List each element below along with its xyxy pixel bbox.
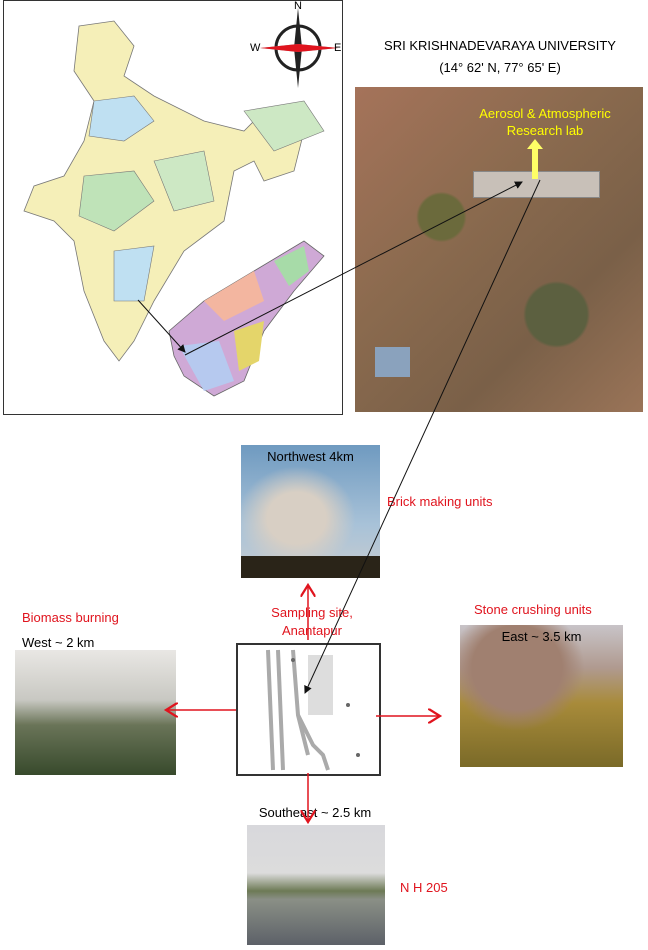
compass-rose-icon [260,8,338,88]
east-caption: East ~ 3.5 km [501,629,582,644]
biomass-burning-photo [15,650,176,775]
west-caption: West ~ 2 km [22,635,95,650]
brick-making-photo: Northwest 4km [241,445,380,578]
southeast-caption: Southeast ~ 2.5 km [258,805,372,820]
university-coords: (14° 62' N, 77° 65' E) [439,60,561,75]
brick-making-title: Brick making units [387,494,493,509]
site-label-line1: Sampling site, [271,605,353,620]
compass-n: N [294,0,302,12]
lab-label-line1: Aerosol & Atmospheric [479,106,611,121]
stone-crushing-title: Stone crushing units [474,602,592,617]
highway-photo [247,825,385,945]
stone-crushing-photo: East ~ 3.5 km [460,625,623,767]
sampling-site-map [236,643,381,776]
arrow-up-icon [527,139,543,179]
compass-w: W [250,42,261,54]
satellite-image: Aerosol & Atmospheric Research lab [355,87,643,412]
compass-e: E [334,42,342,54]
site-map-graphic [266,649,360,771]
site-label-line2: Anantapur [282,623,342,638]
building [375,347,410,377]
university-name: SRI KRISHNADEVARAYA UNIVERSITY [384,38,616,53]
highway-title: N H 205 [400,880,448,895]
lab-label-line2: Research lab [506,123,584,138]
biomass-title: Biomass burning [22,610,119,625]
northwest-caption: Northwest 4km [267,449,354,464]
